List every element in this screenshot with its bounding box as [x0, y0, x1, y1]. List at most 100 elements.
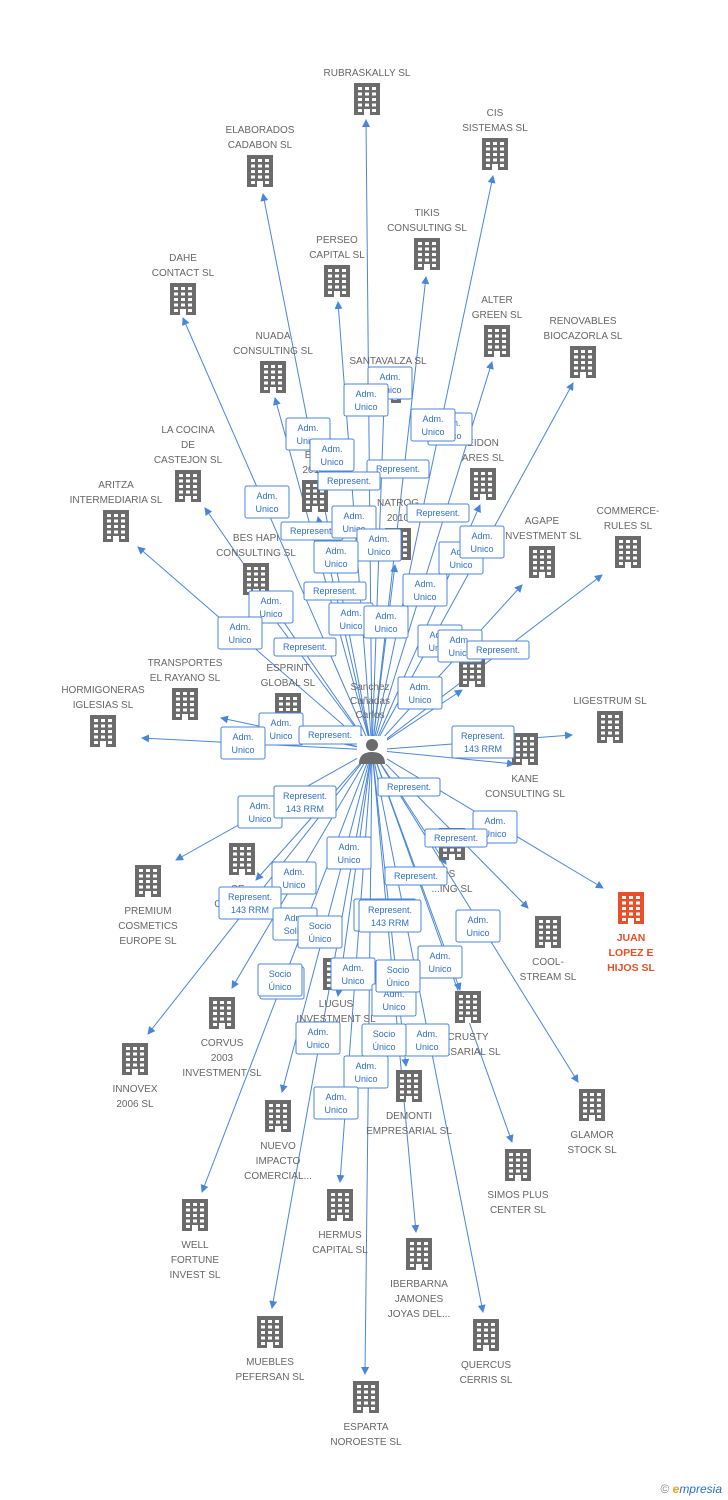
relation-label: Adm.Unico	[459, 525, 505, 559]
company-name-line: LIGESTRUM SL	[573, 696, 647, 707]
edge-commerce	[371, 574, 603, 751]
company-name-line: CONTACT SL	[152, 268, 215, 279]
relation-text: Unico	[231, 745, 254, 755]
relation-text: Unico	[354, 1074, 377, 1084]
company-name-line: HERMUS	[318, 1230, 362, 1241]
company-name-line: CASTEJON SL	[154, 455, 223, 466]
company-name-line: DEMONTI	[386, 1111, 432, 1122]
edge-tikis	[371, 276, 430, 751]
company-node-ligestrum[interactable]: LIGESTRUM SL	[573, 696, 647, 743]
company-name-line: TIKIS	[414, 208, 439, 219]
company-name-line: CONSULTING SL	[233, 346, 313, 357]
relation-text: Unico	[259, 609, 282, 619]
edge-beshapi	[259, 599, 373, 751]
relation-text: Unico	[248, 814, 271, 824]
company-node-nuevo[interactable]: NUEVOIMPACTOCOMERCIAL...	[244, 1100, 312, 1182]
relation-label: Adm.Unico	[326, 836, 372, 870]
relation-text: Unico	[374, 624, 397, 634]
relation-label: Represent.	[406, 503, 470, 523]
company-node-commerce[interactable]: COMMERCE-RULES SL	[597, 506, 660, 568]
company-name-line: INVESTMENT SL	[296, 1014, 376, 1025]
relation-label: Represent.143 RRM	[273, 785, 337, 819]
relation-text: Unico	[324, 1105, 347, 1115]
building-icon	[505, 1149, 531, 1181]
company-node-crusty[interactable]: CRUSTY...ESARIAL SL	[435, 991, 501, 1058]
relation-text: Socio	[309, 921, 332, 931]
building-icon	[175, 470, 201, 502]
edge-cis	[371, 175, 496, 751]
relation-text: Adm.	[321, 444, 342, 454]
relation-text: Único	[308, 934, 331, 944]
relation-text: Adm.	[249, 801, 270, 811]
company-node-rubraskally[interactable]: RUBRASKALLY SL	[324, 68, 411, 115]
relation-text: Adm.	[325, 546, 346, 556]
relation-text: Unico	[354, 402, 377, 412]
company-name-line: HORMIGONERAS	[61, 685, 145, 696]
building-icon	[473, 1319, 499, 1351]
company-name-line: CIS	[487, 108, 504, 119]
relation-text: Adm.	[229, 622, 250, 632]
relation-label: Adm.Unico	[244, 485, 290, 519]
relation-text: Represent.	[461, 731, 505, 741]
relation-text: Represent.	[376, 464, 420, 474]
relation-label: Represent.143 RRM	[451, 725, 515, 759]
relation-text: Unico	[296, 436, 319, 446]
company-name-line: INNOVEX	[112, 1084, 157, 1095]
building-icon	[597, 711, 623, 743]
company-name-line: ALTER	[481, 295, 513, 306]
relation-label: Adm. Unico	[343, 383, 389, 417]
relation-label: Adm.Unico	[258, 712, 304, 746]
relation-text: Represent.	[313, 586, 357, 596]
building-icon	[327, 1189, 353, 1221]
relation-text: Adm.	[416, 1029, 437, 1039]
relation-label: Adm.Unico	[271, 861, 317, 895]
building-icon	[354, 83, 380, 115]
company-name-line: DE	[181, 440, 195, 451]
company-node-cool[interactable]: COOL-STREAM SL	[520, 916, 577, 983]
edge-natrog	[371, 564, 399, 751]
relation-label: Adm.Unico	[313, 540, 359, 574]
relation-text: Adm.	[355, 1061, 376, 1071]
company-name-line: ...ING SL	[431, 884, 473, 895]
company-name-line: JAMONES	[395, 1294, 444, 1305]
relation-text: Adm.	[449, 635, 470, 645]
copyright-notice: © empresia	[660, 1482, 722, 1496]
relation-text: Único	[372, 1042, 395, 1052]
company-name-line: EL RAYANO SL	[150, 673, 221, 684]
building-icon	[455, 991, 481, 1023]
relation-label: Adm.Unico	[356, 528, 402, 562]
company-name-line: ELABORADOS	[226, 125, 295, 136]
relation-label: Adm.Unico	[248, 590, 294, 624]
relation-text: Adm.	[355, 389, 376, 399]
